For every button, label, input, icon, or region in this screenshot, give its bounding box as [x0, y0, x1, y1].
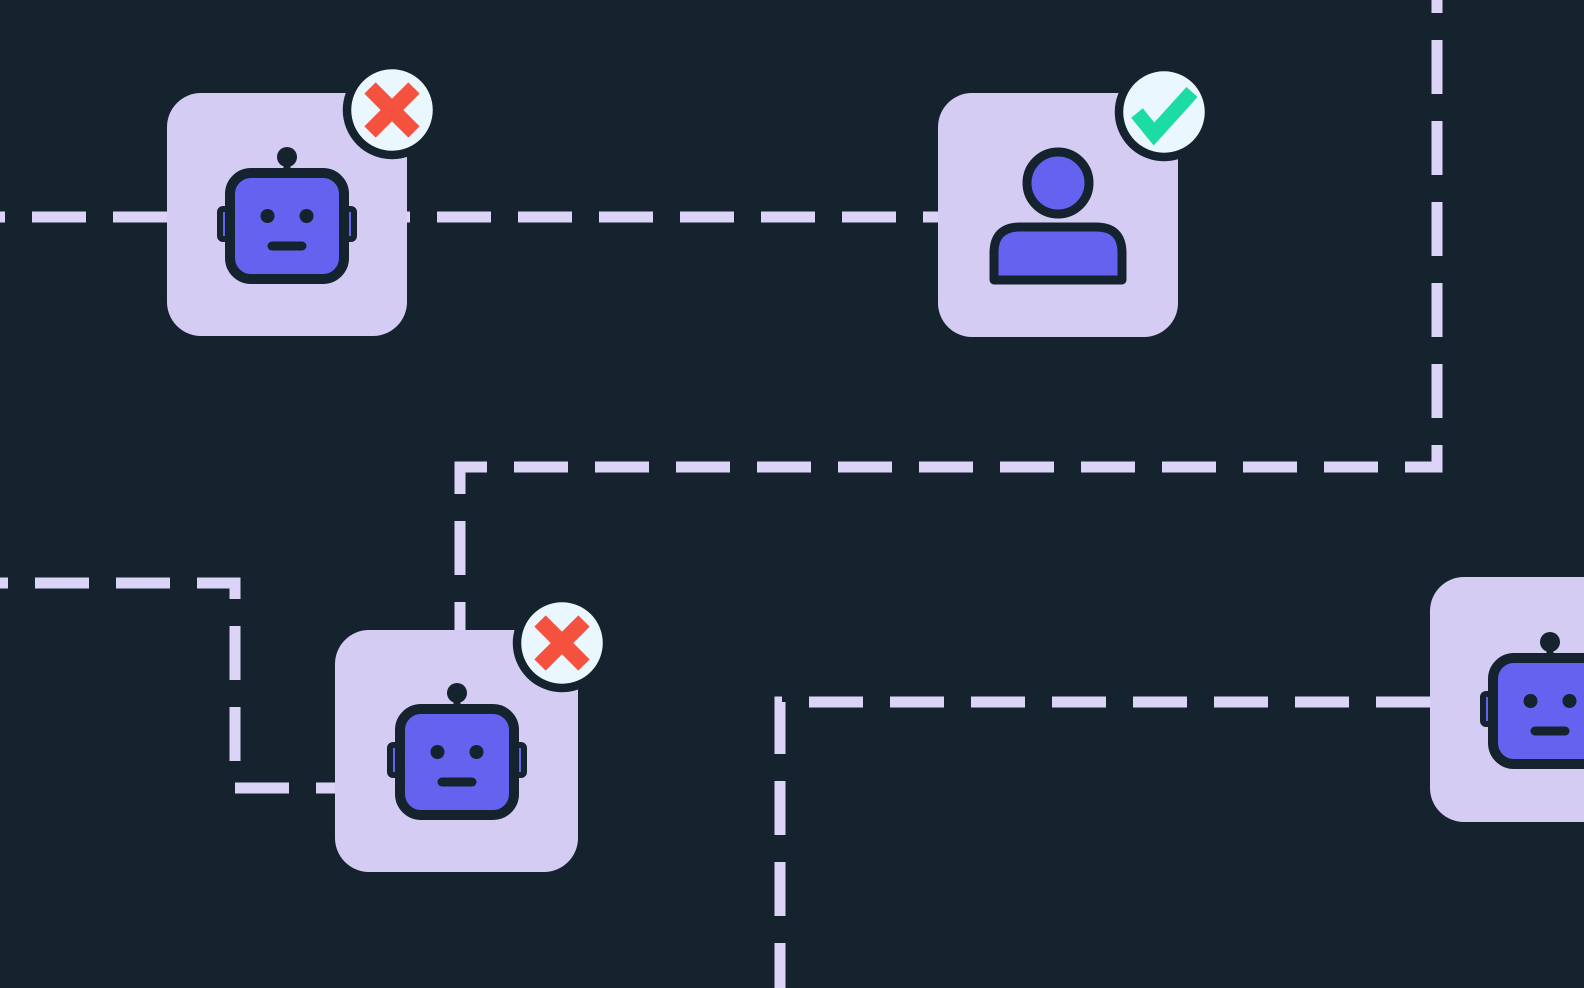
status-badge-error	[512, 593, 612, 693]
robot-right-eye	[469, 745, 483, 759]
x-icon	[534, 615, 590, 671]
person-icon	[989, 147, 1127, 285]
check-icon	[1131, 86, 1198, 146]
x-icon	[364, 82, 420, 138]
robot-head	[394, 704, 519, 820]
success-badge	[1114, 62, 1214, 162]
workflow-node-robot-3	[1430, 577, 1584, 822]
connector-bottom-branch	[774, 696, 1430, 988]
robot-head	[225, 167, 349, 284]
error-badge	[342, 60, 442, 160]
robot-left-eye	[430, 745, 444, 759]
robot-icon	[1480, 631, 1584, 769]
robot-right-eye	[1562, 693, 1577, 708]
status-badge-error	[342, 60, 442, 160]
robot-left-eye	[1523, 693, 1538, 708]
robot-icon	[386, 683, 527, 820]
person-body	[989, 222, 1127, 285]
robot-antenna-ball	[277, 146, 297, 167]
connector-left-loop	[0, 577, 345, 794]
robot-right-eye	[299, 208, 314, 223]
robot-antenna-ball	[446, 683, 467, 703]
robot-head	[1488, 652, 1584, 769]
robot-antenna-ball	[1540, 631, 1560, 652]
status-badge-success	[1114, 62, 1214, 162]
robot-icon	[217, 146, 357, 284]
person-head	[1022, 147, 1094, 219]
robot-left-eye	[260, 208, 275, 223]
error-badge	[512, 593, 612, 693]
connector-right-descender	[454, 0, 1443, 640]
